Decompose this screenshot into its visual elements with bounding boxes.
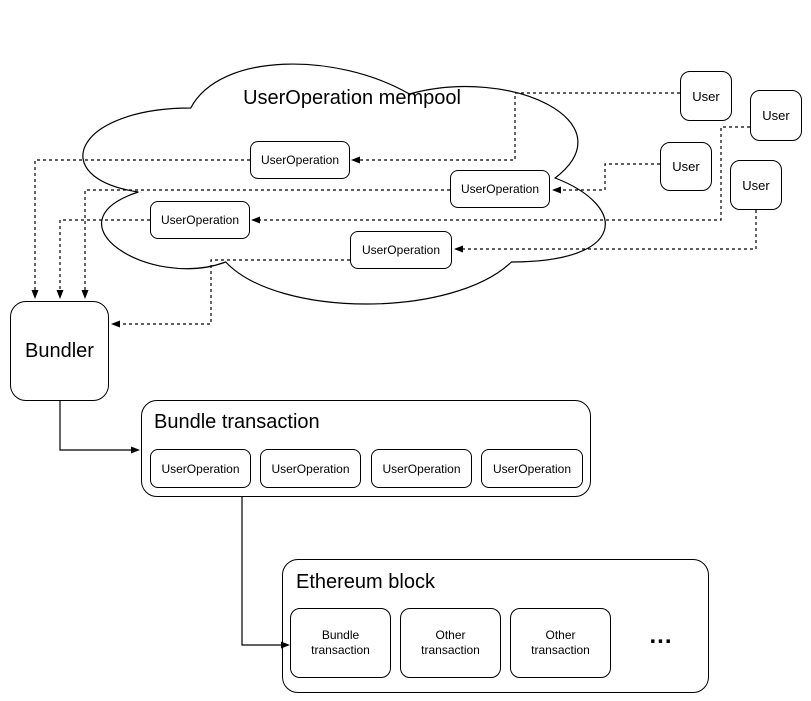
more-transactions-ellipsis: ... <box>649 622 673 649</box>
block-other-transaction-1-label: Other transaction <box>421 628 480 657</box>
block-other-transaction-1: Other transaction <box>400 608 501 678</box>
mempool-userop-3: UserOperation <box>150 201 250 239</box>
block-bundle-transaction: Bundle transaction <box>290 608 391 678</box>
block-other-transaction-2-label: Other transaction <box>531 628 590 657</box>
user-box-1: User <box>680 71 732 121</box>
user-box-4: User <box>730 160 782 210</box>
bundle-userop-3: UserOperation <box>371 449 472 488</box>
mempool-userop-2: UserOperation <box>450 170 550 208</box>
block-other-transaction-2: Other transaction <box>510 608 611 678</box>
bundle-userop-1: UserOperation <box>150 449 251 488</box>
bundle-transaction-title: Bundle transaction <box>154 411 320 433</box>
mempool-userop-4: UserOperation <box>350 231 452 269</box>
bundler-box: Bundler <box>10 301 109 401</box>
bundle-userop-4: UserOperation <box>481 449 583 488</box>
block-bundle-transaction-label: Bundle transaction <box>311 628 370 657</box>
user-box-3: User <box>660 142 712 191</box>
ethereum-block-title: Ethereum block <box>296 571 435 593</box>
user-box-2: User <box>750 90 802 141</box>
mempool-title: UserOperation mempool <box>243 87 461 109</box>
mempool-userop-1: UserOperation <box>250 141 350 179</box>
bundle-userop-2: UserOperation <box>260 449 361 488</box>
